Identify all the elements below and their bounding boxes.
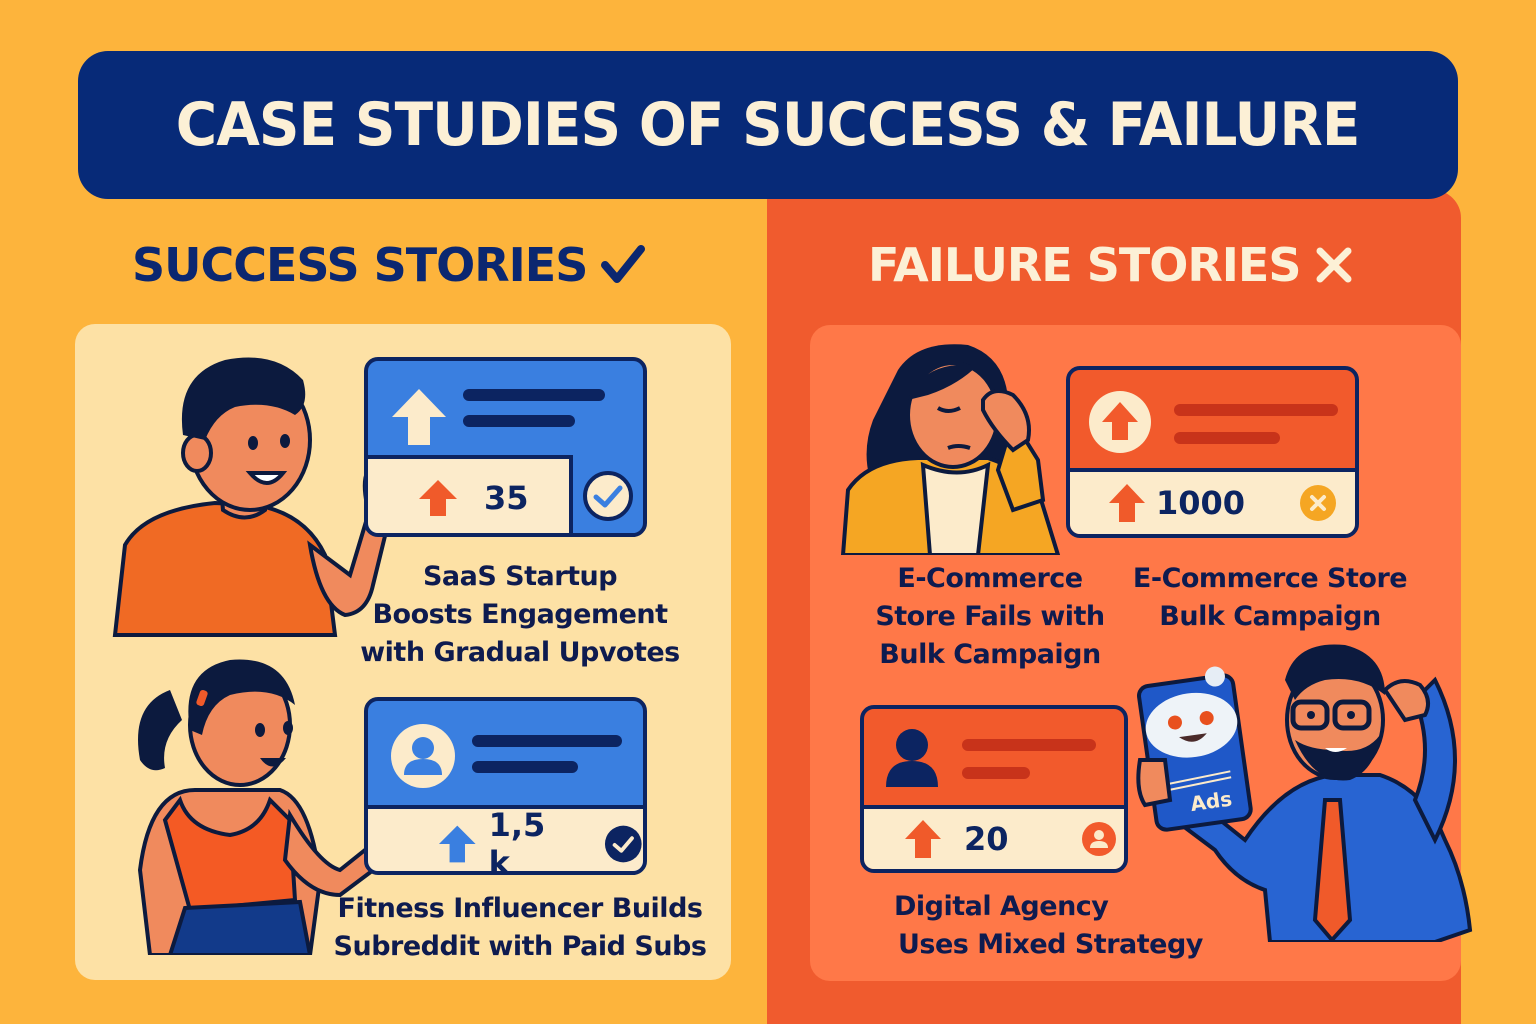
upvote-arrow-circle-icon — [1089, 391, 1151, 453]
woman-facepalm-illustration — [840, 344, 1061, 555]
user-avatar-icon — [391, 724, 455, 788]
upvote-count: 20 — [964, 820, 1009, 858]
failure-heading-text: FAILURE STORIES — [868, 238, 1301, 292]
caption-agency: Digital Agency Uses Mixed Strategy — [894, 891, 1203, 960]
x-icon — [1316, 247, 1352, 283]
upvote-count: 1000 — [1156, 484, 1246, 522]
post-card-saas[interactable]: 35 — [364, 357, 647, 537]
phone-ads-label: Ads — [1189, 786, 1234, 816]
page-title: CASE STUDIES OF SUCCESS & FAILURE — [176, 90, 1361, 160]
check-circle-icon — [583, 471, 633, 521]
title-banner: CASE STUDIES OF SUCCESS & FAILURE — [78, 51, 1458, 199]
success-heading: SUCCESS STORIES — [132, 238, 646, 292]
upvote-count: 35 — [484, 479, 529, 517]
upvote-arrow-icon — [1109, 484, 1145, 522]
post-card-agency[interactable]: 20 — [860, 705, 1128, 873]
user-avatar-icon — [886, 729, 938, 787]
check-circle-icon — [605, 825, 643, 863]
upvote-arrow-icon — [392, 389, 446, 445]
upvote-arrow-icon — [438, 825, 476, 863]
success-heading-text: SUCCESS STORIES — [132, 238, 588, 292]
caption-ecommerce-secondary: E-Commerce Store Bulk Campaign — [1132, 563, 1408, 632]
post-card-ecommerce[interactable]: 1000 — [1066, 366, 1359, 538]
post-card-fitness[interactable]: 1,5 k — [364, 697, 647, 875]
upvote-count: 1,5 k — [488, 806, 546, 875]
upvote-arrow-icon — [905, 820, 941, 858]
caption-saas: SaaS Startup Boosts Engagement with Grad… — [360, 561, 680, 668]
check-icon — [601, 245, 646, 283]
caption-ecommerce: E-Commerce Store Fails with Bulk Campaig… — [875, 563, 1105, 670]
caption-fitness: Fitness Influencer Builds Subreddit with… — [333, 893, 707, 962]
woman-presenting-illustration — [137, 659, 418, 955]
failure-heading: FAILURE STORIES — [868, 238, 1354, 292]
user-circle-icon — [1081, 822, 1116, 856]
upvote-arrow-icon — [419, 480, 457, 516]
man-with-phone-illustration: Ads — [1136, 644, 1473, 942]
x-circle-icon — [1300, 485, 1337, 521]
